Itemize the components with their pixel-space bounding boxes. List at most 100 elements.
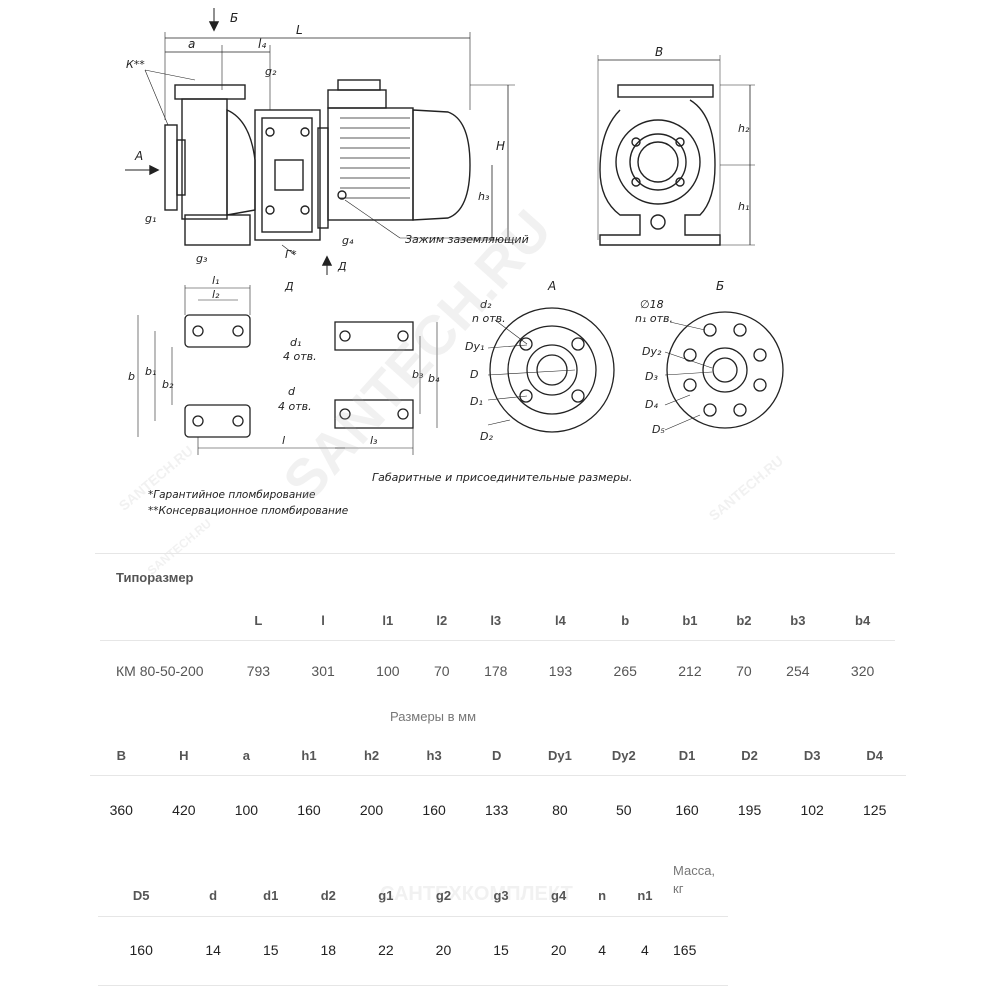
table-cell: 50	[615, 802, 632, 819]
note-conservation-seal: **Консервационное пломбирование	[148, 505, 348, 517]
table-row: 360 420 100 160 200 160 133 80 50 160 19…	[90, 775, 906, 845]
label-D4: D₄	[645, 398, 658, 411]
base-plan-view	[137, 285, 438, 455]
table-cell: 102	[800, 802, 824, 819]
label-n1-holes: n₁ отв.	[635, 312, 673, 325]
label-clamp: Зажим заземляющий	[405, 233, 529, 246]
table-row: 160 14 15 18 22 20 15 20 4 4 165	[98, 916, 728, 984]
table-cell: 4	[598, 942, 606, 959]
label-dy1: Dy₁	[465, 340, 484, 353]
label-b1: b₁	[145, 365, 156, 378]
col-header: b3	[790, 613, 806, 628]
divider	[98, 985, 728, 986]
col-header: b2	[736, 613, 752, 628]
col-header: n	[598, 888, 607, 903]
label-b4: b₄	[428, 372, 440, 385]
label-flange-b: Б	[716, 279, 724, 293]
table-cell: 160	[422, 802, 446, 819]
table-cell: 195	[737, 802, 762, 819]
label-k: К**	[126, 58, 145, 71]
label-g1: g₁	[145, 212, 156, 225]
label-D3: D₃	[645, 370, 658, 383]
table-cell: 22	[378, 942, 394, 959]
label-H: H	[496, 139, 505, 153]
table-cell: 320	[850, 663, 875, 680]
table-cell: 165	[673, 942, 697, 959]
table-cell: 100	[376, 663, 400, 680]
label-b3: b₃	[412, 368, 424, 381]
label-l4: l₄	[258, 37, 266, 51]
label-arrow-a: A	[134, 149, 143, 163]
drawing-labels: Б a l₄ L К** g₂ A g₁ g₃ Г* Д g₄ Зажим за…	[126, 11, 750, 517]
table-cell: 160	[129, 942, 153, 959]
col-header: D1	[678, 747, 696, 763]
col-header: l2	[436, 613, 448, 628]
flange-b-view	[664, 311, 784, 431]
note-guarantee-seal: *Гарантийное пломбирование	[148, 489, 315, 501]
table-cell: 70	[434, 663, 450, 680]
label-view-d: Д	[337, 260, 347, 273]
label-h1: h₁	[738, 200, 749, 213]
table-cell: 20	[550, 942, 567, 959]
table-cell: 160	[297, 802, 321, 819]
label-D5: D₅	[652, 423, 665, 436]
col-header: Dy1	[547, 747, 572, 763]
table-cell: 100	[234, 802, 259, 819]
dimensions-table-2: B H a h1 h2 h3 D Dy1 Dy2 D1 D2 D3 D4 360…	[90, 740, 906, 845]
col-header: b	[621, 613, 630, 628]
label-D1: D₁	[470, 395, 483, 408]
label-g2: g₂	[265, 65, 277, 78]
col-header: h3	[426, 747, 442, 763]
technical-drawing: Б a l₄ L К** g₂ A g₁ g₃ Г* Д g₄ Зажим за…	[125, 8, 784, 517]
col-header: h1	[301, 747, 317, 763]
col-header: L	[254, 613, 263, 628]
table-cell: 4	[641, 942, 649, 959]
table-cell: 360	[109, 802, 133, 819]
col-header: b1	[682, 613, 698, 628]
label-d: d	[288, 385, 296, 398]
label-a: a	[188, 37, 195, 51]
table-cell: 15	[493, 942, 509, 959]
table-cell: 160	[675, 802, 699, 819]
label-flange-a: A	[547, 279, 556, 293]
dimensions-table-3: D5 d d1 d2 g1 g2 g3 g4 n n1 Масса, кг 16…	[98, 860, 728, 984]
table-cell: КМ 80-50-200	[116, 663, 204, 680]
table-cell: 133	[484, 802, 509, 819]
table-cell: 80	[552, 802, 568, 819]
label-n-holes: n отв.	[472, 312, 506, 325]
label-D: D	[470, 368, 478, 381]
label-b2: b₂	[162, 378, 174, 391]
pump-front-view	[597, 55, 755, 246]
col-header: D5	[132, 888, 150, 903]
label-l2: l₂	[212, 288, 220, 301]
table-cell: 254	[786, 663, 810, 680]
col-header: b4	[855, 613, 871, 628]
col-header: d	[209, 888, 218, 903]
label-B: B	[655, 45, 663, 59]
col-header: l	[321, 613, 325, 628]
table-cell: 200	[359, 802, 384, 819]
col-header: g3	[493, 888, 509, 903]
label-D2: D₂	[480, 430, 493, 443]
label-g3: g₃	[196, 252, 208, 265]
label-dia18: ∅18	[640, 298, 664, 311]
table-cell: 793	[246, 663, 271, 680]
table-cell: 14	[205, 942, 221, 959]
table-cell: 125	[863, 802, 887, 819]
table-cell: 265	[613, 663, 637, 680]
dimensions-table-1: Типоразмер L l l1 l2 l3 l4 b b1 b2 b3 b4…	[100, 570, 895, 702]
table-cell: 193	[548, 663, 573, 680]
table-cell: 301	[311, 663, 335, 680]
label-d-view: Д	[284, 280, 294, 293]
label-dy2: Dy₂	[642, 345, 662, 358]
label-view-b: Б	[230, 11, 238, 25]
col-header: Типоразмер	[116, 570, 194, 585]
table-cell: 70	[736, 663, 752, 680]
col-header: l1	[382, 613, 394, 628]
units-caption: Размеры в мм	[390, 709, 477, 724]
table-cell: 420	[172, 802, 196, 819]
label-h2: h₂	[738, 122, 750, 135]
col-header: l3	[490, 613, 502, 628]
table-cell: 20	[435, 942, 452, 959]
table-cell: 15	[262, 942, 279, 959]
